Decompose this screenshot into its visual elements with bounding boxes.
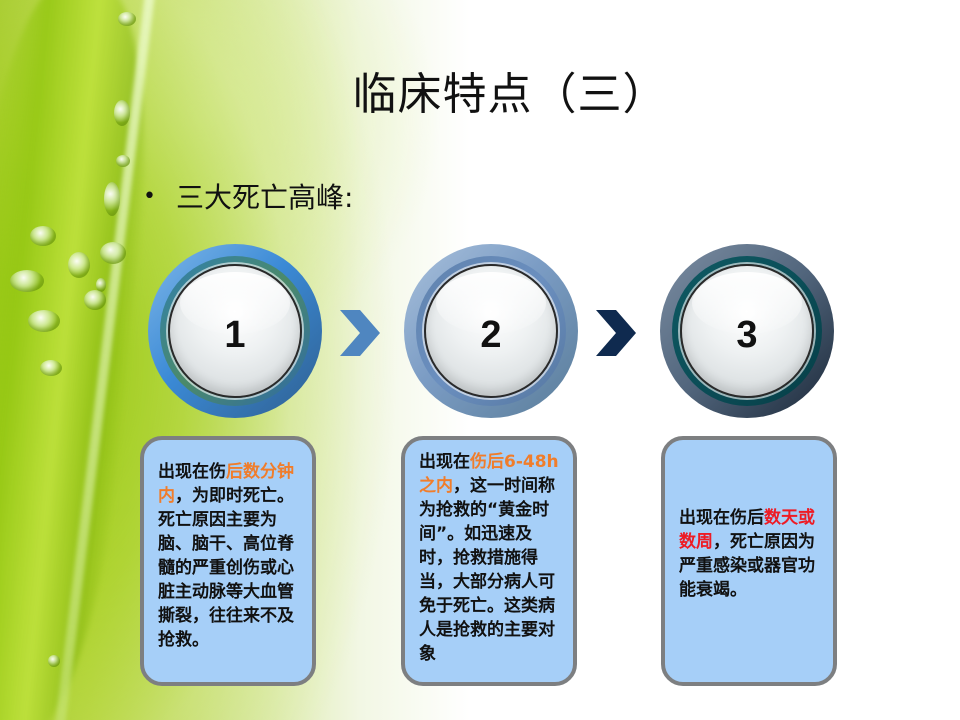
step-circle-1: 1 (148, 244, 322, 418)
step-number: 1 (224, 313, 246, 356)
slide-title: 临床特点（三） (352, 69, 668, 120)
card-text-suffix: ，为即时死亡。死亡原因主要为脑、脑干、高位脊髓的严重创伤或心脏主动脉等大血管撕裂… (158, 486, 294, 650)
step-disc: 2 (424, 264, 558, 398)
chevron-right-icon (340, 310, 380, 356)
card-text-prefix: 出现在 (419, 452, 470, 472)
water-drop (30, 226, 56, 246)
step-number: 3 (736, 313, 758, 356)
water-drop (100, 242, 126, 264)
water-drop (116, 155, 130, 167)
card-text-suffix: ，死亡原因为严重感染或器官功能衰竭。 (679, 532, 815, 600)
chevron-right-icon (596, 310, 636, 356)
description-card-1: 出现在伤后数分钟内，为即时死亡。死亡原因主要为脑、脑干、高位脊髓的严重创伤或心脏… (140, 436, 316, 686)
card-text: 出现在伤后数天或数周，死亡原因为严重感染或器官功能衰竭。 (679, 506, 821, 602)
step-circle-2: 2 (404, 244, 578, 418)
water-drop (84, 290, 106, 310)
description-card-3: 出现在伤后数天或数周，死亡原因为严重感染或器官功能衰竭。 (661, 436, 837, 686)
water-drop (48, 655, 60, 667)
description-card-2: 出现在伤后6-48h之内，这一时间称为抢救的“黄金时间”。如迅速及时，抢救措施得… (401, 436, 577, 686)
bullet-item: • 三大死亡高峰: (143, 176, 353, 216)
water-drop (68, 252, 90, 278)
bullet-text: 三大死亡高峰: (175, 181, 354, 214)
water-drop (96, 278, 106, 292)
step-disc: 3 (680, 264, 814, 398)
water-drop (10, 270, 44, 292)
card-text-highlight: 数天或数周 (679, 508, 815, 552)
water-drop (118, 12, 136, 26)
card-text: 出现在伤后数分钟内，为即时死亡。死亡原因主要为脑、脑干、高位脊髓的严重创伤或心脏… (158, 460, 300, 652)
water-drop (40, 360, 62, 376)
card-text: 出现在伤后6-48h之内，这一时间称为抢救的“黄金时间”。如迅速及时，抢救措施得… (419, 450, 561, 666)
card-text-suffix: ，这一时间称为抢救的“黄金时间”。如迅速及时，抢救措施得当，大部分病人可免于死亡… (419, 476, 555, 664)
card-text-highlight: 伤后6-48h之内 (419, 452, 559, 496)
water-drop (104, 182, 120, 216)
bullet-icon: • (143, 183, 156, 209)
card-text-highlight: 后数分钟内 (158, 462, 294, 506)
water-drop (28, 310, 60, 332)
water-drop (114, 100, 130, 126)
card-text-prefix: 出现在伤后 (679, 508, 764, 528)
step-disc: 1 (168, 264, 302, 398)
card-text-prefix: 出现在伤 (158, 462, 226, 482)
step-circle-3: 3 (660, 244, 834, 418)
step-number: 2 (480, 313, 502, 356)
